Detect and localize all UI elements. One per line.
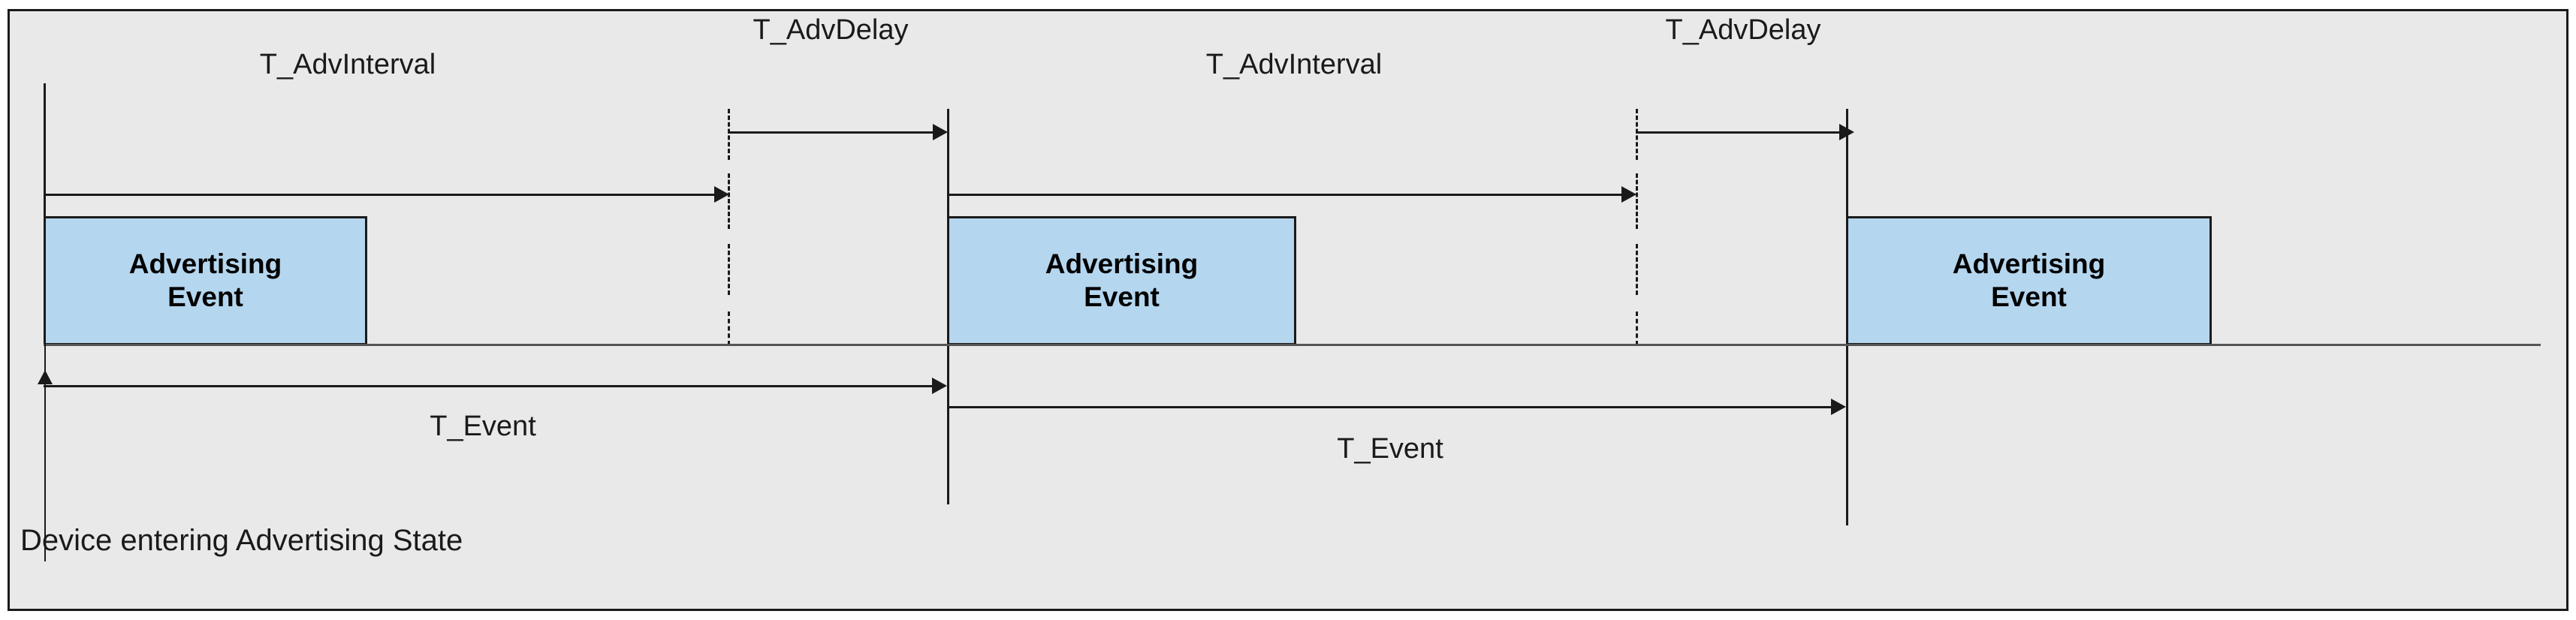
- arrow-head-t-event-1: [932, 378, 947, 394]
- arrow-head-t0-up: [38, 370, 53, 384]
- arrow-line-adv-interval-2: [947, 194, 1623, 196]
- arrow-line-adv-delay-1: [728, 131, 934, 134]
- advertising-event-box-2[interactable]: Advertising Event: [947, 216, 1296, 345]
- label-t-event-1: T_Event: [430, 411, 536, 442]
- label-adv-interval-1: T_AdvInterval: [259, 49, 436, 80]
- advertising-event-box-3[interactable]: Advertising Event: [1846, 216, 2212, 345]
- arrow-head-adv-delay-2: [1839, 124, 1854, 140]
- arrow-head-adv-delay-1: [933, 124, 948, 140]
- diagram-frame: T_AdvInterval T_AdvDelay T_AdvInterval T…: [8, 9, 2568, 611]
- arrow-line-adv-delay-2: [1636, 131, 1841, 134]
- arrow-head-adv-interval-2: [1621, 186, 1636, 203]
- arrow-head-t-event-2: [1831, 399, 1846, 415]
- label-t-event-2: T_Event: [1337, 433, 1443, 465]
- advertising-event-label-line1: Advertising: [1952, 248, 2106, 280]
- label-adv-delay-2: T_AdvDelay: [1665, 14, 1821, 46]
- advertising-event-label-line2: Event: [167, 281, 243, 312]
- timeline-marker-interval1-end-a: [728, 109, 730, 160]
- timeline-marker-interval2-end-a: [1636, 109, 1638, 160]
- timeline-marker-interval1-end-c: [728, 244, 730, 295]
- advertising-event-label-line1: Advertising: [1045, 248, 1199, 280]
- arrow-line-adv-interval-1: [44, 194, 716, 196]
- timeline-marker-t0: [44, 83, 46, 344]
- advertising-event-label-line2: Event: [1991, 281, 2067, 312]
- t0-vertical-tick: [44, 344, 46, 561]
- time-axis-baseline: [44, 344, 2541, 346]
- diagram-caption: Device entering Advertising State: [20, 524, 463, 557]
- arrow-head-adv-interval-1: [714, 186, 729, 203]
- arrow-line-t-event-1: [44, 385, 934, 387]
- advertising-event-label-line2: Event: [1084, 281, 1160, 312]
- timeline-marker-interval2-end-c: [1636, 244, 1638, 295]
- label-adv-delay-1: T_AdvDelay: [753, 14, 909, 46]
- timeline-marker-interval2-end-b: [1636, 173, 1638, 229]
- advertising-event-label-line1: Advertising: [128, 248, 282, 280]
- timeline-marker-interval2-end-d: [1636, 312, 1638, 345]
- advertising-event-box-1[interactable]: Advertising Event: [44, 216, 367, 345]
- timeline-marker-interval1-end-d: [728, 312, 730, 345]
- label-adv-interval-2: T_AdvInterval: [1205, 49, 1383, 80]
- arrow-line-t-event-2: [947, 406, 1832, 408]
